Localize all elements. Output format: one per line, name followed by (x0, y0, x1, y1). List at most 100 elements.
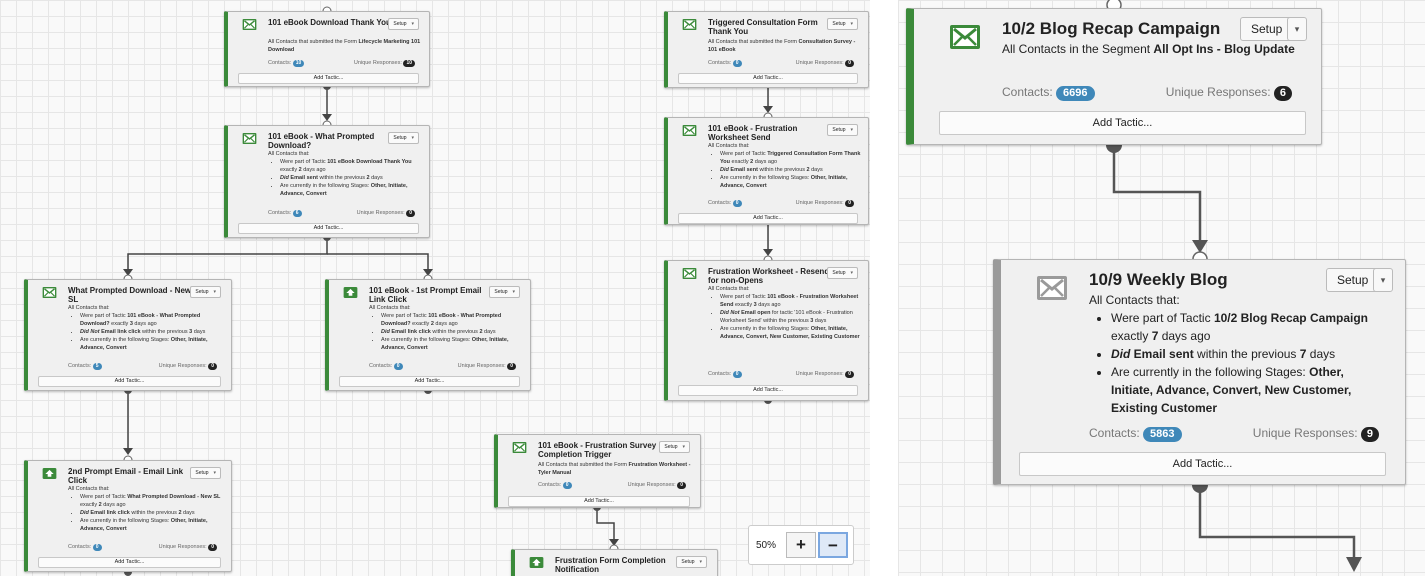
tactic-card-frustration-survey-completion-trigger[interactable]: 101 eBook - Frustration Survey Completio… (494, 434, 701, 508)
tactic-card-frustration-form-completion-notification[interactable]: Frustration Form Completion Notification… (511, 549, 718, 576)
email-icon (242, 19, 257, 30)
tactic-conditions: All Contacts that: Were part of Tactic T… (708, 142, 863, 190)
responses-count-badge: 6 (1273, 86, 1292, 101)
setup-button[interactable]: Setup (190, 467, 221, 479)
email-icon (42, 287, 57, 298)
setup-button[interactable]: Setup (190, 286, 221, 298)
tactic-description: All Contacts that submitted the Form Fru… (538, 462, 691, 476)
contacts-count-badge: 5863 (1143, 427, 1182, 442)
setup-button[interactable]: Setup (676, 556, 707, 568)
responses-count-badge: 10 (403, 60, 415, 67)
tactic-title: Triggered Consultation Form Thank You (708, 18, 818, 36)
add-tactic-button[interactable]: Add Tactic... (678, 73, 858, 84)
zoom-control: 50% + − (748, 525, 854, 565)
setup-button[interactable]: Setup (1326, 268, 1380, 292)
tactic-conditions: All Contacts that: Were part of Tactic 1… (369, 304, 524, 352)
add-tactic-button[interactable]: Add Tactic... (678, 213, 858, 224)
contacts-count-badge: 0 (393, 363, 403, 370)
zoom-out-button[interactable]: − (818, 532, 848, 558)
contacts-count-badge: 10 (292, 60, 305, 67)
tactic-conditions: All Contacts that: Were part of Tactic W… (68, 485, 223, 533)
tactic-card-1st-prompt-email-link-click[interactable]: 101 eBook - 1st Prompt Email Link Click … (325, 279, 531, 391)
add-tactic-button[interactable]: Add Tactic... (678, 385, 858, 396)
setup-button[interactable]: Setup (827, 124, 858, 136)
tactic-conditions: All Contacts that: Were part of Tactic 1… (708, 285, 863, 341)
responses-count-badge: 0 (208, 363, 217, 370)
email-icon (512, 442, 527, 453)
upload-icon (343, 287, 358, 298)
contacts-count-badge: 0 (562, 482, 572, 489)
email-icon (242, 133, 257, 144)
contacts-count-badge: 6696 (1056, 86, 1095, 101)
tactic-conditions: All Contacts that: Were part of Tactic 1… (268, 150, 423, 198)
panel-divider (870, 0, 898, 576)
email-icon (682, 268, 697, 279)
tactic-title: 101 eBook - 1st Prompt Email Link Click (369, 286, 482, 304)
contacts-count-badge: 0 (92, 544, 102, 551)
tactic-card-frustration-worksheet-resend[interactable]: Frustration Worksheet - Resend for non-O… (664, 260, 869, 401)
setup-button[interactable]: Setup (388, 132, 419, 144)
add-tactic-button[interactable]: Add Tactic... (1019, 452, 1386, 476)
email-icon (950, 25, 980, 49)
tactic-card-what-prompted-download-new-sl[interactable]: What Prompted Download - New SL Setup Al… (24, 279, 232, 391)
tactic-card-10-2-blog-recap-campaign[interactable]: 10/2 Blog Recap Campaign Setup ▾ All Con… (906, 8, 1322, 145)
contacts-count-badge: 5 (92, 363, 102, 370)
tactic-card-frustration-worksheet-send[interactable]: 101 eBook - Frustration Worksheet Send S… (664, 117, 869, 225)
responses-count-badge: 9 (1360, 427, 1379, 442)
add-tactic-button[interactable]: Add Tactic... (508, 496, 690, 507)
responses-count-badge: 0 (845, 60, 854, 67)
add-tactic-button[interactable]: Add Tactic... (238, 73, 419, 84)
contacts-count-badge: 0 (732, 60, 742, 67)
tactic-title: Frustration Worksheet - Resend for non-O… (708, 267, 830, 285)
add-tactic-button[interactable]: Add Tactic... (38, 557, 221, 568)
responses-count-badge: 0 (406, 210, 415, 217)
tactic-description: All Contacts in the Segment All Opt Ins … (1002, 42, 1295, 56)
setup-button[interactable]: Setup (827, 267, 858, 279)
setup-dropdown-toggle[interactable]: ▾ (1287, 17, 1307, 41)
workflow-canvas-right[interactable]: 10/2 Blog Recap Campaign Setup ▾ All Con… (898, 0, 1425, 576)
responses-count-badge: 0 (677, 482, 686, 489)
setup-button[interactable]: Setup (659, 441, 690, 453)
tactic-card-101-ebook-download-thank-you[interactable]: 101 eBook Download Thank You Setup All C… (224, 11, 430, 87)
tactic-card-2nd-prompt-email-link-click[interactable]: 2nd Prompt Email - Email Link Click Setu… (24, 460, 232, 572)
add-tactic-button[interactable]: Add Tactic... (939, 111, 1306, 135)
responses-count-badge: 0 (845, 371, 854, 378)
tactic-title: What Prompted Download - New SL (68, 286, 192, 304)
setup-dropdown-toggle[interactable]: ▾ (1373, 268, 1393, 292)
tactic-title: 101 eBook Download Thank You (268, 18, 391, 27)
add-tactic-button[interactable]: Add Tactic... (38, 376, 221, 387)
setup-button[interactable]: Setup (388, 18, 419, 30)
zoom-in-button[interactable]: + (786, 532, 816, 558)
responses-count-badge: 0 (845, 200, 854, 207)
setup-button[interactable]: Setup (1240, 17, 1294, 41)
add-tactic-button[interactable]: Add Tactic... (339, 376, 520, 387)
tactic-description: All Contacts that submitted the Form Lif… (268, 39, 421, 53)
tactic-title: 101 eBook - Frustration Worksheet Send (708, 124, 798, 142)
contacts-count-badge: 6 (292, 210, 302, 217)
email-icon (682, 125, 697, 136)
email-icon (682, 19, 697, 30)
tactic-card-triggered-consultation-form-thank-you[interactable]: Triggered Consultation Form Thank You Se… (664, 11, 869, 88)
contacts-count-badge: 0 (732, 371, 742, 378)
upload-icon (529, 557, 544, 568)
tactic-title: Frustration Form Completion Notification (555, 556, 666, 574)
tactic-card-10-9-weekly-blog[interactable]: 10/9 Weekly Blog Setup ▾ All Contacts th… (993, 259, 1406, 485)
setup-button[interactable]: Setup (827, 18, 858, 30)
workflow-canvas-left[interactable]: 101 eBook Download Thank You Setup All C… (0, 0, 870, 576)
add-tactic-button[interactable]: Add Tactic... (238, 223, 419, 234)
tactic-title: 101 eBook - What Prompted Download? (268, 132, 375, 150)
tactic-description: All Contacts that submitted the Form Con… (708, 39, 856, 53)
setup-button[interactable]: Setup (489, 286, 520, 298)
tactic-card-what-prompted-download[interactable]: 101 eBook - What Prompted Download? Setu… (224, 125, 430, 238)
tactic-title: 10/9 Weekly Blog (1089, 270, 1228, 289)
email-icon (1037, 276, 1067, 300)
